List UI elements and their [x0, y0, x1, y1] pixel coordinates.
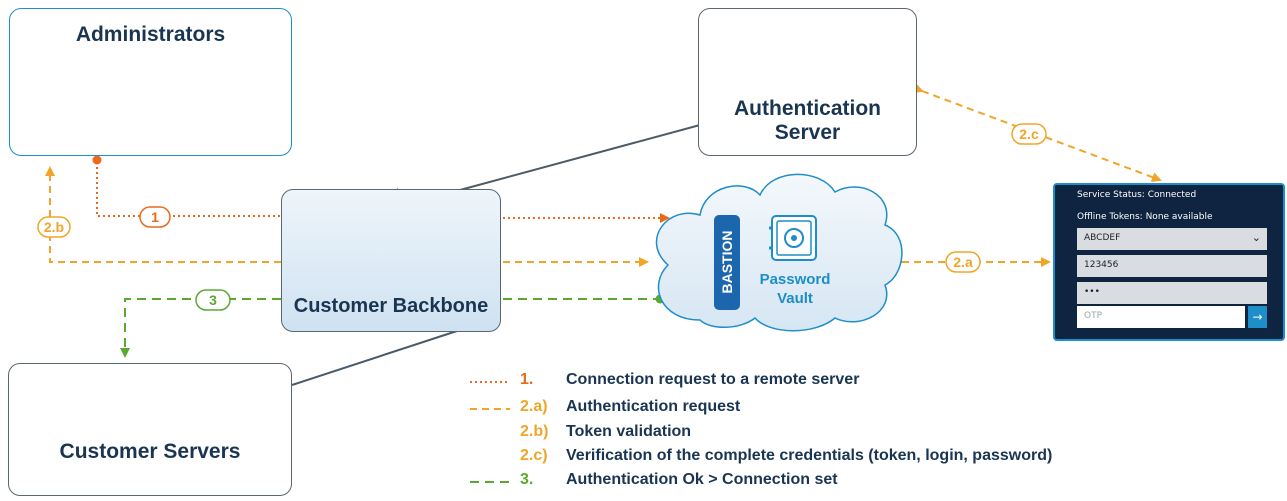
bastion-label: BASTION	[719, 231, 735, 294]
phone-line2: REGISTRATION	[159, 81, 198, 87]
legend-number: 1.	[520, 371, 534, 388]
password-mask: •••	[1084, 287, 1100, 297]
administrators-box: Administrators ONLINE REGISTRATION	[9, 8, 292, 156]
flow1-line-a	[96, 162, 281, 217]
submit-arrow-button[interactable]: →	[1248, 306, 1267, 328]
legend-number: 2.c)	[520, 447, 548, 464]
customer-backbone-box: Customer Backbone	[281, 189, 501, 332]
flow2c-line	[912, 83, 1162, 182]
token-select-value: ABCDEF	[1084, 233, 1121, 243]
legend-number: 2.a)	[520, 398, 548, 415]
chevron-down-icon: ⌄	[1251, 231, 1261, 244]
label-2a: 2.a	[945, 251, 981, 273]
token-select[interactable]: ABCDEF ⌄	[1077, 228, 1267, 250]
legend-number: 2.b)	[520, 423, 549, 440]
login-field[interactable]: 123456	[1077, 255, 1267, 277]
legend-text: Authentication Ok > Connection set	[566, 471, 838, 488]
vault-label: Password Vault	[759, 271, 831, 307]
svg-text:2.a: 2.a	[953, 254, 973, 270]
label-2c: 2.c	[1011, 123, 1047, 145]
link-backbone-servers	[291, 329, 461, 386]
legend-text: Token validation	[566, 423, 692, 440]
legend-text: Connection request to a remote server	[566, 371, 860, 388]
login-value: 123456	[1084, 260, 1119, 270]
offline-tokens: Offline Tokens: None available	[1077, 212, 1213, 222]
flow2b-line-a	[45, 166, 281, 263]
svg-text:2.c: 2.c	[1019, 126, 1039, 142]
label-1: 1	[139, 206, 171, 228]
phone-line1: ONLINE	[161, 69, 196, 79]
otp-placeholder: OTP	[1084, 311, 1103, 321]
legend-text: Verification of the complete credentials…	[566, 447, 1053, 464]
legend-text: Authentication request	[566, 398, 741, 415]
svg-text:2.b: 2.b	[44, 219, 64, 235]
link-backbone-auth	[459, 124, 701, 191]
flow1-origin-dot	[92, 155, 102, 165]
svg-text:3: 3	[209, 292, 217, 308]
svg-text:1: 1	[151, 209, 159, 225]
label-3: 3	[195, 289, 231, 311]
servers-title: Customer Servers	[59, 440, 241, 463]
customer-servers-box: Customer Servers	[8, 363, 292, 496]
legend-number: 3.	[520, 471, 534, 488]
backbone-title: Customer Backbone	[293, 295, 489, 317]
administrators-title: Administrators	[75, 23, 226, 46]
service-status: Service Status: Connected	[1077, 190, 1197, 200]
auth-server-box: Authentication Server	[698, 8, 917, 156]
password-field[interactable]: •••	[1077, 282, 1267, 304]
bastion-bar	[714, 215, 740, 310]
phone-screen-text: ONLINE REGISTRATION	[155, 69, 202, 89]
label-2b: 2.b	[37, 216, 71, 238]
token-client-panel: Service Status: Connected Offline Tokens…	[1053, 183, 1285, 341]
safe-icon	[769, 215, 817, 261]
auth-server-title: Authentication Server	[734, 97, 881, 144]
otp-input[interactable]: OTP	[1077, 306, 1245, 328]
